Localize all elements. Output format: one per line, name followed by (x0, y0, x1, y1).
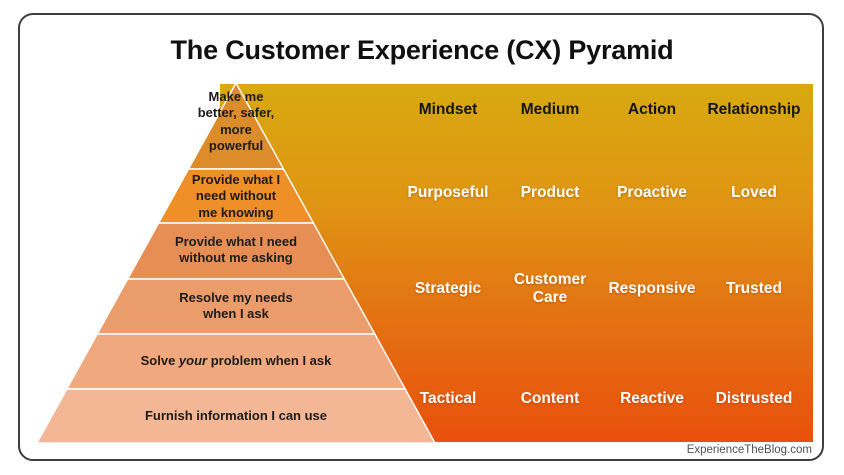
matrix-cell-action-top: Proactive (617, 184, 687, 202)
pyramid-label-line: when I ask (203, 306, 269, 322)
pyramid-label-line: need without (195, 188, 277, 204)
pyramid-level-6 (36, 388, 436, 444)
column-header-medium: Medium (520, 101, 580, 119)
footer-credit: ExperienceTheBlog.com (686, 444, 812, 456)
page-title: The Customer Experience (CX) Pyramid (170, 35, 674, 65)
matrix-cell-relationship-bottom: Distrusted (715, 390, 793, 408)
pyramid-label-segment: Solve (140, 353, 176, 368)
matrix-cell-mindset-middle: Strategic (414, 280, 482, 298)
matrix-cell-relationship-middle: Trusted (726, 280, 782, 298)
matrix-row-top: Purposeful Product Proactive Loved (397, 175, 805, 211)
pyramid-label-line: powerful (208, 137, 264, 153)
pyramid-label-make-me-better: Make me better, safer, more powerful (198, 89, 275, 154)
column-header-mindset: Mindset (418, 101, 478, 119)
matrix-cell-mindset-top: Purposeful (407, 184, 489, 202)
pyramid-label-line: Furnish information I can use (144, 408, 328, 423)
matrix-cell-relationship-top: Loved (731, 184, 777, 202)
matrix-cell-mindset-bottom: Tactical (419, 390, 477, 408)
column-header-action: Action (627, 101, 677, 119)
matrix-cell-medium-top: Product (520, 184, 580, 202)
matrix-cell-action-middle: Responsive (608, 280, 696, 298)
pyramid-label-line: more (220, 121, 252, 137)
matrix-row-bottom: Tactical Content Reactive Distrusted (397, 381, 805, 417)
column-header-relationship: Relationship (707, 101, 801, 119)
pyramid-label-line: me knowing (198, 204, 274, 220)
pyramid-label-segment: problem when I ask (210, 353, 332, 368)
pyramid-label-line: Provide what I need (174, 234, 298, 249)
pyramid-label-line: better, safer, (197, 105, 275, 121)
pyramid-label-line: Resolve my needs (179, 290, 293, 305)
pyramid-label-resolve-my-needs: Resolve my needs when I ask (179, 290, 292, 323)
matrix-cell-medium-bottom: Content (520, 390, 580, 408)
matrix-row-middle: Strategic Customer Care Responsive Trust… (397, 267, 805, 311)
pyramid-label-provide-without-asking: Provide what I need without me asking (175, 234, 297, 267)
matrix-cell-action-bottom: Reactive (620, 390, 684, 408)
pyramid-label-line: Provide what I (191, 172, 281, 187)
matrix-header-row: Mindset Medium Action Relationship (397, 92, 805, 128)
pyramid-label-provide-without-knowing: Provide what I need without me knowing (192, 172, 280, 221)
pyramid-label-solve-your-problem: Solve your problem when I ask (141, 353, 332, 369)
pyramid-label-furnish-information: Furnish information I can use (145, 408, 327, 424)
pyramid-label-line: without me asking (179, 250, 293, 266)
pyramid-label-line: Make me (208, 89, 264, 104)
matrix-cell-medium-middle: Customer Care (513, 271, 587, 306)
pyramid-label-italic-word: your (178, 353, 208, 368)
